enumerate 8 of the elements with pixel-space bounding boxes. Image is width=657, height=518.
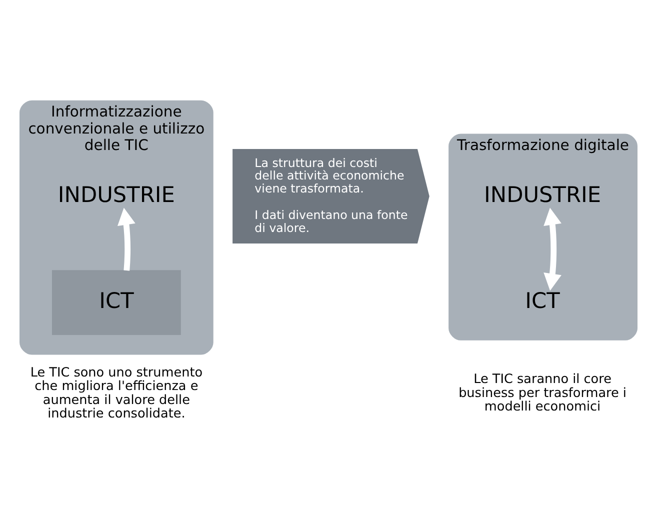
node-label: Le TIC sono uno strumento che migliora l'efficienza e aumenta il valore delle industrie consolidate. bbox=[30, 365, 203, 422]
node-text: INDUSTRIE bbox=[484, 182, 602, 208]
node-label: Le TIC saranno il core business per trasformare i modelli economici bbox=[458, 372, 626, 415]
node-text: ICT bbox=[525, 289, 560, 314]
arrow bbox=[544, 208, 562, 291]
arrow bbox=[118, 208, 136, 271]
node-box: ICT bbox=[52, 270, 181, 336]
node-text: INDUSTRIE bbox=[58, 182, 175, 208]
